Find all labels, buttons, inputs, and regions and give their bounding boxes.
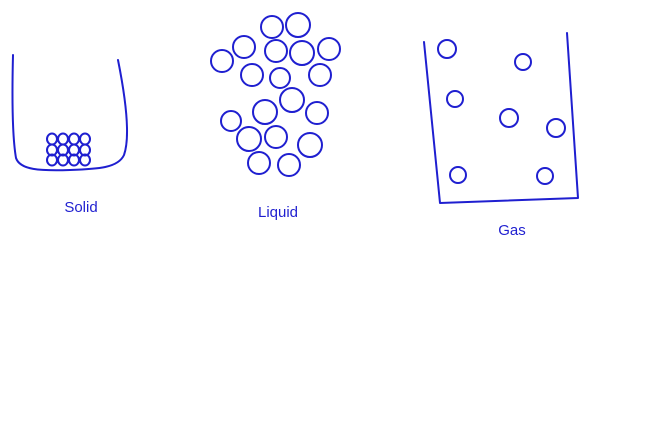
solid-particle [68,132,80,146]
liquid-particle [210,49,234,73]
liquid-label: Liquid [257,204,299,221]
liquid-particle [285,12,311,38]
solid-particles [46,132,91,167]
liquid-particle [269,67,291,89]
solid-particle [46,132,58,146]
liquid-particle [240,63,264,87]
liquid-particle [264,125,288,149]
gas-label: Gas [498,222,526,239]
liquid-particle [252,99,278,125]
solid-particle [79,132,91,146]
solid-particle [57,132,69,146]
solid-particle [79,153,91,167]
liquid-particle [260,15,284,39]
liquid-particle [277,153,301,177]
solid-label: Solid [64,199,98,216]
liquid-particle [308,63,332,87]
liquid-particle [220,110,242,132]
gas-particle [514,53,532,71]
liquid-particle [264,39,288,63]
gas-particle [499,108,519,128]
gas-particle [449,166,467,184]
gas-particles [437,39,566,185]
liquid-particle [317,37,341,61]
liquid-particle [297,132,323,158]
liquid-particle [289,40,315,66]
gas-particle [546,118,566,138]
liquid-particle [279,87,305,113]
gas-particle [536,167,554,185]
liquid-particle [305,101,329,125]
gas-particle [446,90,464,108]
liquid-particle [247,151,271,175]
gas-container [423,32,579,204]
liquid-particles [210,12,341,177]
solid-container [11,54,129,172]
gas-particle [437,39,457,59]
liquid-particle [236,126,262,152]
liquid-particle [232,35,256,59]
